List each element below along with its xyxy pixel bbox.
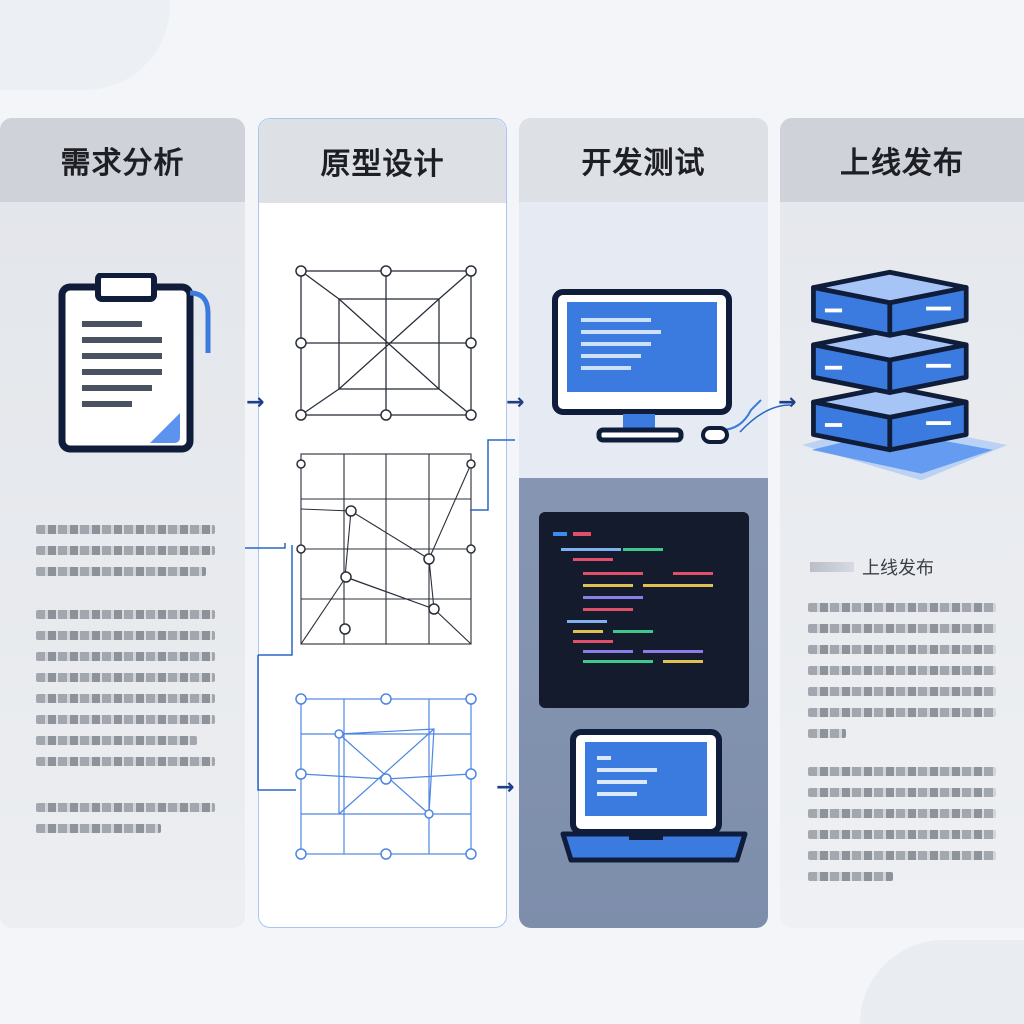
code-editor-screen <box>539 512 749 708</box>
description-text <box>36 518 215 588</box>
release-subheading-text: 上线发布 <box>862 558 934 579</box>
arrow-right-icon: → <box>778 390 797 415</box>
stage-title: 开发测试 <box>519 118 768 202</box>
stage-develop-test: 开发测试 <box>519 118 768 928</box>
stage-prototype: 原型设计 <box>258 118 507 928</box>
description-text <box>36 796 215 845</box>
stage-title: 上线发布 <box>780 118 1024 202</box>
clipboard-document-icon <box>58 273 211 453</box>
code-lines-icon <box>553 532 713 663</box>
stage-release: 上线发布 上线发布 <box>780 118 1024 928</box>
stage-title: 需求分析 <box>0 118 245 202</box>
stage-requirements: 需求分析 <box>0 118 245 928</box>
server-stack-icon <box>802 269 1008 481</box>
description-text <box>36 603 215 778</box>
description-text <box>808 760 996 893</box>
description-text <box>808 596 996 750</box>
laptop-icon <box>560 729 748 863</box>
desktop-monitor-icon <box>552 289 762 444</box>
subheading-bar <box>810 562 854 572</box>
wireframe-network-icon <box>295 265 477 860</box>
arrow-right-icon: → <box>496 775 515 800</box>
stage-title: 原型设计 <box>259 119 506 203</box>
arrow-right-icon: → <box>246 390 265 415</box>
release-subheading: 上线发布 <box>810 554 934 580</box>
arrow-right-icon: → <box>506 390 525 415</box>
